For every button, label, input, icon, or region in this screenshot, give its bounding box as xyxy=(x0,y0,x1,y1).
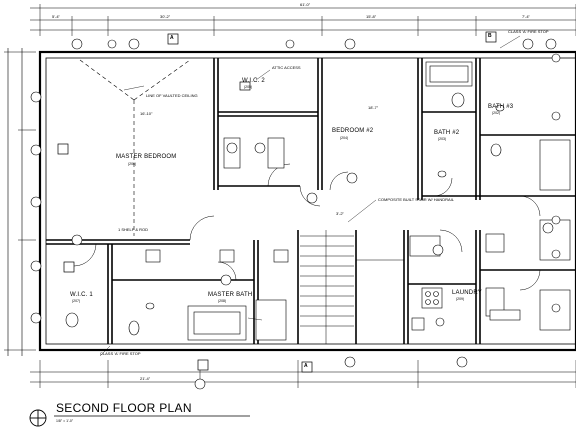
dim-bottom-run: 21'-4" xyxy=(140,376,151,381)
room-code-wic2: (205) xyxy=(244,85,253,89)
room-code-master-bedroom: (206) xyxy=(128,162,137,166)
room-label-bath3: BATH #3 xyxy=(488,104,514,110)
drawing-title: SECOND FLOOR PLAN xyxy=(56,401,192,415)
dim-bedroom-width: 18'-7" xyxy=(368,105,379,110)
section-tag-a-top: A xyxy=(170,35,174,41)
note-firestop-top: CLASS 'A' FIRE STOP xyxy=(508,29,549,34)
room-code-wic1: (207) xyxy=(72,299,81,303)
note-vaulted-ceiling: LINE OF VAULTED CEILING xyxy=(146,93,198,98)
room-label-laundry: LAUNDRY xyxy=(452,290,482,296)
note-attic-access: ATTIC ACCESS xyxy=(272,65,301,70)
section-tag-b: B xyxy=(488,33,492,39)
dim-wall-run: 16'-10" xyxy=(140,111,153,116)
room-label-bath2: BATH #2 xyxy=(434,130,460,136)
room-code-laundry: (209) xyxy=(456,297,465,301)
room-code-master-bath: (208) xyxy=(218,299,227,303)
drawing-scale: 1/8" = 1'-0" xyxy=(56,419,74,423)
section-tag-a-bottom: A xyxy=(304,363,308,369)
room-label-master-bedroom: MASTER BEDROOM xyxy=(116,154,177,160)
dim-mid-run-1: 30'-2" xyxy=(160,14,171,19)
room-code-bath3: (202) xyxy=(492,111,501,115)
note-stair: COMPOSITE BUILT STAIR W/ HANDRAIL xyxy=(378,197,455,202)
room-code-bath2: (203) xyxy=(438,137,447,141)
note-firestop-bottom: CLASS 'A' FIRE STOP xyxy=(100,351,141,356)
room-label-wic1: W.I.C. 1 xyxy=(70,292,93,298)
dim-right-run: 7'-4" xyxy=(522,14,530,19)
room-label-wic2: W.I.C. 2 xyxy=(242,78,265,84)
note-closet-rod: 1 SHELF & ROD xyxy=(118,227,149,232)
dim-left-run: 5'-4" xyxy=(52,14,60,19)
dim-mid-run-2: 15'-8" xyxy=(366,14,377,19)
room-label-master-bath: MASTER BATH xyxy=(208,292,253,298)
dim-overall: 61'-0" xyxy=(300,2,311,7)
room-label-bedroom2: BEDROOM #2 xyxy=(332,128,374,134)
dim-stair-width: 3'-2" xyxy=(336,211,344,216)
room-code-bedroom2: (204) xyxy=(340,136,349,140)
